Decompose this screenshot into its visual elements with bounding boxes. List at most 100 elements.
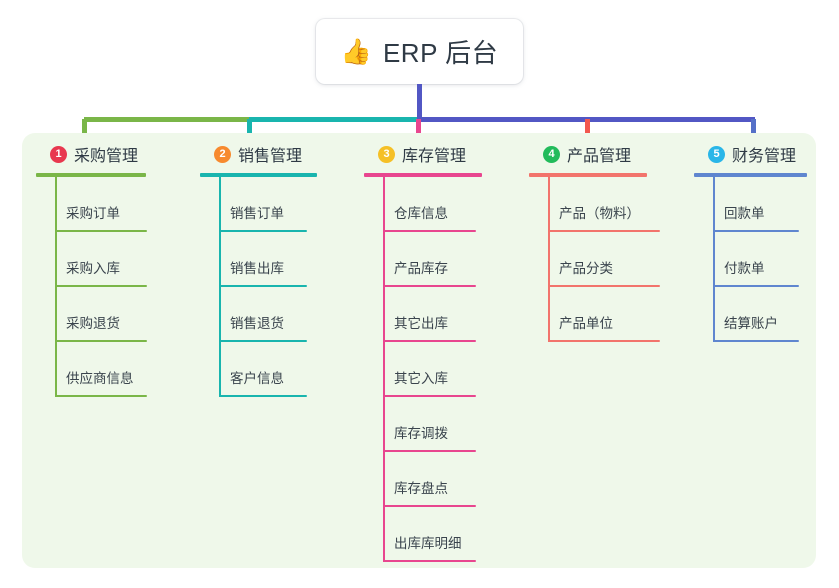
list-item-label: 采购退货	[66, 316, 120, 331]
list-item-label: 付款单	[724, 261, 765, 276]
list-item[interactable]: 出库库明细	[364, 507, 524, 562]
list-item-rule	[55, 340, 147, 342]
list-item[interactable]: 结算账户	[694, 287, 839, 342]
list-item-rule	[383, 285, 476, 287]
column-spine	[713, 177, 715, 342]
column-number-badge: 4	[543, 145, 560, 163]
list-item[interactable]: 其它出库	[364, 287, 524, 342]
column-header-3[interactable]: 3 库存管理	[364, 142, 524, 166]
column-number-badge: 5	[708, 145, 725, 163]
content-panel	[22, 133, 816, 568]
list-item-rule	[219, 285, 307, 287]
column-items: 回款单付款单结算账户	[694, 177, 839, 342]
column-header-rule	[529, 173, 647, 177]
column-items: 仓库信息产品库存其它出库其它入库库存调拨库存盘点出库库明细	[364, 177, 524, 562]
column-1: 1 采购管理采购订单采购入库采购退货供应商信息	[36, 142, 186, 397]
list-item-label: 销售订单	[230, 206, 284, 221]
list-item-label: 出库库明细	[394, 536, 462, 551]
list-item-rule	[55, 230, 147, 232]
list-item[interactable]: 产品（物料）	[529, 177, 689, 232]
column-title: 采购管理	[74, 148, 139, 165]
column-items: 产品（物料） 产品分类产品单位	[529, 177, 689, 342]
list-item[interactable]: 供应商信息	[36, 342, 186, 397]
list-item[interactable]: 产品分类	[529, 232, 689, 287]
list-item-rule	[219, 340, 307, 342]
list-item-label: 采购入库	[66, 261, 120, 276]
column-title: 销售管理	[238, 148, 303, 165]
list-item-rule	[713, 230, 799, 232]
list-item-label: 库存调拨	[394, 426, 448, 441]
list-item-rule	[55, 395, 147, 397]
list-item-label: 产品（物料）	[559, 206, 640, 221]
list-item-label: 仓库信息	[394, 206, 448, 221]
column-items: 销售订单销售出库销售退货客户信息	[200, 177, 350, 397]
column-header-5[interactable]: 5 财务管理	[694, 142, 839, 166]
list-item-label: 采购订单	[66, 206, 120, 221]
root-node-content: 👍 ERP 后台	[341, 33, 498, 70]
column-number-badge: 1	[50, 145, 67, 163]
list-item[interactable]: 采购退货	[36, 287, 186, 342]
column-3: 3 库存管理仓库信息产品库存其它出库其它入库库存调拨库存盘点出库库明细	[364, 142, 524, 562]
column-number-badge: 2	[214, 145, 231, 163]
list-item-rule	[383, 340, 476, 342]
column-items: 采购订单采购入库采购退货供应商信息	[36, 177, 186, 397]
list-item-rule	[383, 560, 476, 562]
list-item-label: 供应商信息	[66, 371, 134, 386]
root-node-card[interactable]: 👍 ERP 后台	[316, 19, 523, 84]
column-spine	[548, 177, 550, 342]
list-item-rule	[548, 285, 660, 287]
list-item-label: 产品单位	[559, 316, 613, 331]
column-number-badge: 3	[378, 145, 395, 163]
list-item-label: 回款单	[724, 206, 765, 221]
list-item[interactable]: 客户信息	[200, 342, 350, 397]
list-item[interactable]: 产品单位	[529, 287, 689, 342]
column-header-1[interactable]: 1 采购管理	[36, 142, 186, 166]
list-item[interactable]: 采购入库	[36, 232, 186, 287]
list-item-label: 销售退货	[230, 316, 284, 331]
list-item[interactable]: 其它入库	[364, 342, 524, 397]
list-item[interactable]: 付款单	[694, 232, 839, 287]
list-item-rule	[55, 285, 147, 287]
list-item-label: 其它出库	[394, 316, 448, 331]
column-title: 库存管理	[402, 148, 467, 165]
list-item[interactable]: 销售退货	[200, 287, 350, 342]
thumbs-up-icon: 👍	[340, 37, 372, 66]
list-item-rule	[713, 340, 799, 342]
column-5: 5 财务管理回款单付款单结算账户	[694, 142, 839, 342]
column-spine	[219, 177, 221, 397]
list-item[interactable]: 库存盘点	[364, 452, 524, 507]
column-spine	[383, 177, 385, 562]
list-item-label: 产品库存	[394, 261, 448, 276]
root-node-title: ERP 后台	[382, 38, 499, 68]
list-item-rule	[548, 230, 660, 232]
column-title: 财务管理	[732, 148, 797, 165]
list-item-label: 库存盘点	[394, 481, 448, 496]
column-spine	[55, 177, 57, 397]
list-item[interactable]: 仓库信息	[364, 177, 524, 232]
list-item[interactable]: 销售订单	[200, 177, 350, 232]
list-item-label: 其它入库	[394, 371, 448, 386]
list-item-label: 产品分类	[559, 261, 613, 276]
list-item-label: 销售出库	[230, 261, 284, 276]
column-header-rule	[200, 173, 317, 177]
column-header-rule	[364, 173, 482, 177]
list-item-label: 结算账户	[724, 316, 778, 331]
list-item-label: 客户信息	[230, 371, 284, 386]
list-item-rule	[383, 230, 476, 232]
list-item-rule	[383, 505, 476, 507]
list-item-rule	[219, 230, 307, 232]
list-item[interactable]: 采购订单	[36, 177, 186, 232]
column-header-2[interactable]: 2 销售管理	[200, 142, 350, 166]
list-item-rule	[383, 450, 476, 452]
list-item[interactable]: 回款单	[694, 177, 839, 232]
list-item[interactable]: 库存调拨	[364, 397, 524, 452]
column-header-rule	[694, 173, 807, 177]
list-item-rule	[383, 395, 476, 397]
list-item[interactable]: 销售出库	[200, 232, 350, 287]
list-item-rule	[548, 340, 660, 342]
list-item[interactable]: 产品库存	[364, 232, 524, 287]
list-item-rule	[713, 285, 799, 287]
